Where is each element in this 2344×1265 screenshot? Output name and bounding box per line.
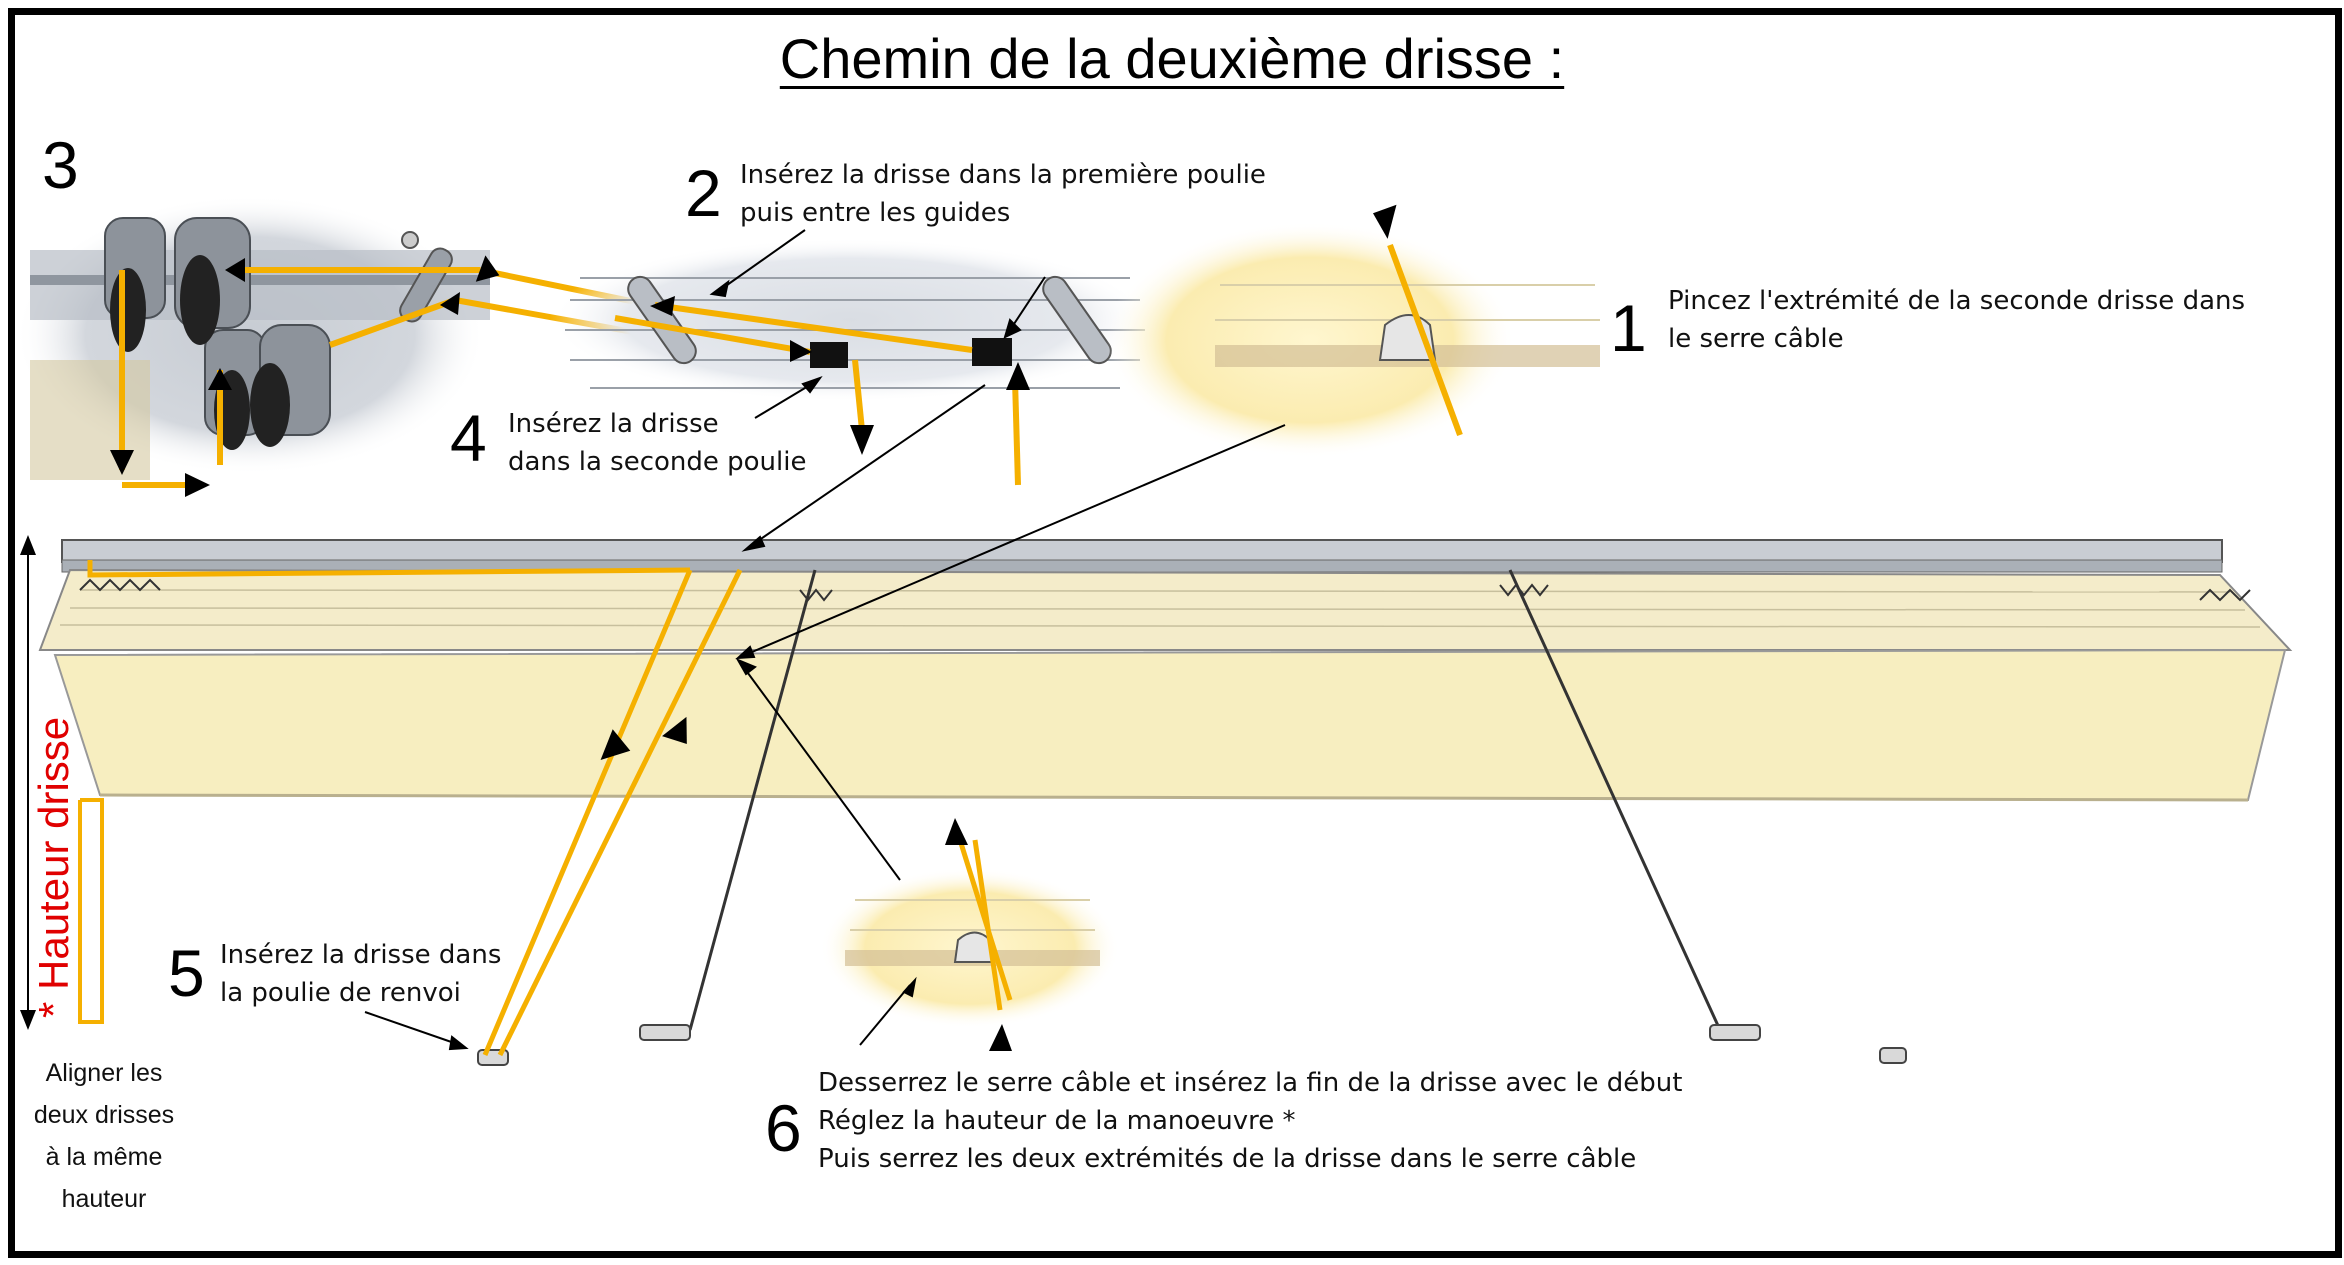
detail-3-mechanism [15,195,651,497]
height-label: * Hauteur drisse [30,716,77,1018]
leader-lines [364,229,1286,1051]
step-6-line-3: Puis serrez les deux extrémités de la dr… [818,1144,1637,1174]
detail-6-clamp [820,818,1120,1051]
step-1-line-2: le serre câble [1668,324,1844,354]
detail-1-clamp [1105,204,1600,458]
step-6-number: 6 [765,1091,802,1165]
step-4-line-2: dans la seconde poulie [508,447,807,477]
step-2-line-1: Insérez la drisse dans la première pouli… [740,160,1266,190]
step-1-line-1: Pincez l'extrémité de la seconde drisse … [1668,286,2246,316]
step-5-number: 5 [168,936,205,1010]
side-note-line-4: hauteur [61,1185,147,1213]
detail-2-4-guides [550,238,1150,486]
step-6-line-2: Réglez la hauteur de la manoeuvre * [818,1106,1296,1136]
title-text: Chemin de la deuxième drisse : [779,27,1565,90]
step-1-number: 1 [1610,291,1647,365]
step-4-number: 4 [450,401,487,475]
step-4-line-1: Insérez la drisse [508,409,719,439]
step-6-line-1: Desserrez le serre câble et insérez la f… [818,1068,1683,1098]
step-5-line-2: la poulie de renvoi [220,978,461,1008]
diagram-frame [8,8,2342,1258]
step-5-line-1: Insérez la drisse dans [220,940,502,970]
main-blind [20,535,2293,1066]
side-note-line-2: deux drisses [33,1101,175,1129]
diagram-title: Chemin de la deuxième drisse : [0,26,2344,91]
step-2-number: 2 [685,156,722,230]
step-3-number: 3 [42,128,79,202]
step-2-line-2: puis entre les guides [740,198,1011,228]
side-note-line-3: à la même [45,1143,163,1171]
side-note-line-1: Aligner les [45,1059,163,1087]
